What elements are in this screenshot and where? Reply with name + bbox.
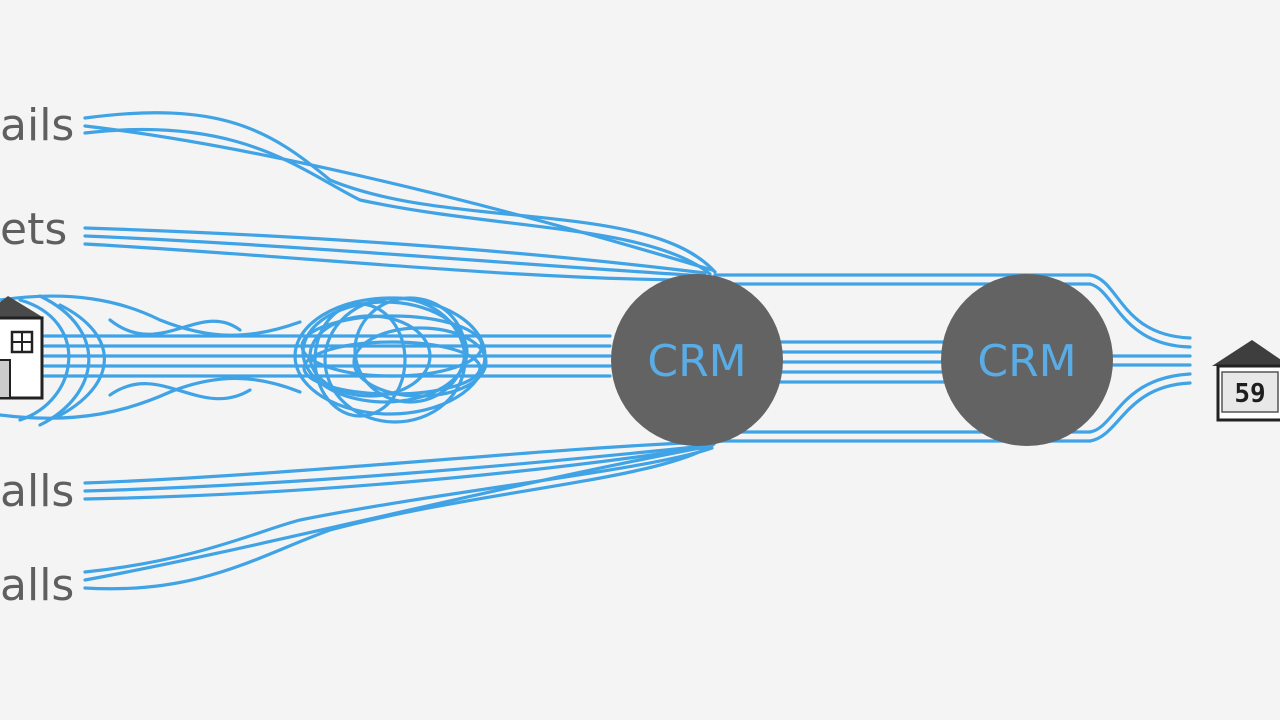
- flow-line: [1088, 381, 1192, 443]
- flow-line: [83, 444, 707, 493]
- flow-line: [83, 442, 716, 591]
- flow-knot: [300, 314, 484, 378]
- flow-line: [1088, 372, 1192, 434]
- source-label-2: ets: [0, 204, 68, 255]
- flow-line: [83, 446, 714, 574]
- flow-line: [83, 226, 707, 275]
- flow-knot: [353, 296, 467, 404]
- flow-line: [53, 303, 106, 420]
- flow-line: [83, 124, 714, 272]
- flow-line: [83, 111, 717, 274]
- flow-line: [18, 298, 71, 422]
- source-label-3: alls: [0, 466, 75, 517]
- house-icon: 59: [1212, 340, 1280, 422]
- flow-line: [83, 234, 707, 278]
- flow-line: [108, 318, 242, 336]
- crm-hub-1: CRM: [611, 274, 783, 446]
- house-icon: [0, 296, 44, 400]
- source-label-1: ails: [0, 100, 75, 151]
- flow-knot: [352, 326, 488, 398]
- flow-line: [108, 382, 252, 401]
- flow-line: [0, 294, 302, 337]
- flow-knot: [302, 340, 482, 396]
- flow-line: [38, 294, 91, 427]
- destination-number: 59: [1234, 379, 1265, 409]
- flow-line: [0, 376, 302, 420]
- crm-hub-2: CRM: [941, 274, 1113, 446]
- flow-line: [83, 446, 702, 501]
- flow-line: [83, 127, 712, 276]
- flow-line: [1088, 282, 1192, 349]
- crm-hub-2-label: CRM: [977, 336, 1076, 387]
- crm-hub-1-label: CRM: [647, 336, 746, 387]
- source-label-4: alls: [0, 560, 75, 611]
- flow-line: [1088, 273, 1192, 340]
- flow-line: [83, 242, 702, 282]
- flow-line: [83, 440, 707, 485]
